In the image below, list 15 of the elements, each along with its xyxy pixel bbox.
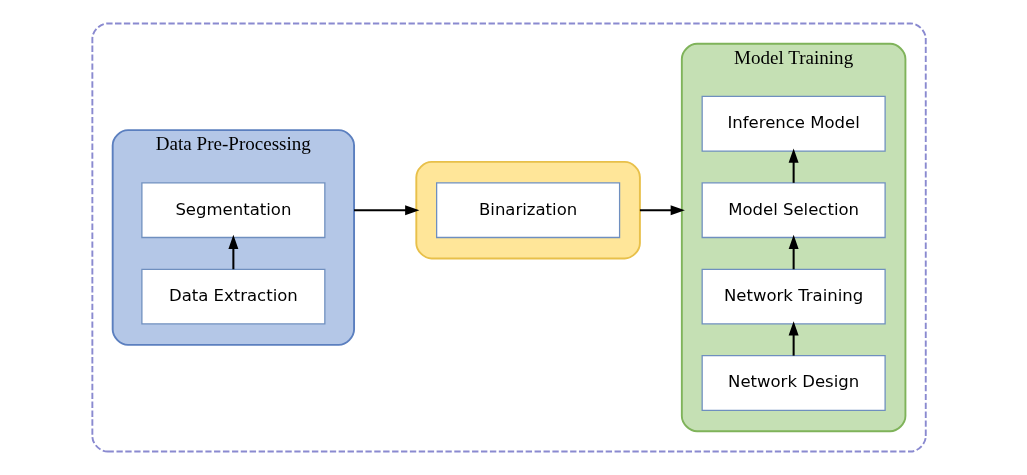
node-box: Segmentation	[141, 182, 326, 239]
node-box: Network Training	[701, 268, 886, 325]
arrow	[354, 205, 420, 216]
cluster	[415, 160, 641, 260]
node-box: Network Design	[701, 355, 886, 411]
arrow	[788, 148, 799, 183]
arrow	[228, 234, 239, 270]
node-box: Inference Model	[701, 95, 886, 152]
cluster	[91, 22, 927, 453]
node-box: Data Extraction	[141, 268, 326, 325]
arrow	[788, 321, 799, 356]
arrow	[788, 234, 799, 270]
node-box: Binarization	[436, 182, 621, 239]
arrow	[639, 205, 685, 216]
node-box: Model Selection	[701, 182, 886, 239]
